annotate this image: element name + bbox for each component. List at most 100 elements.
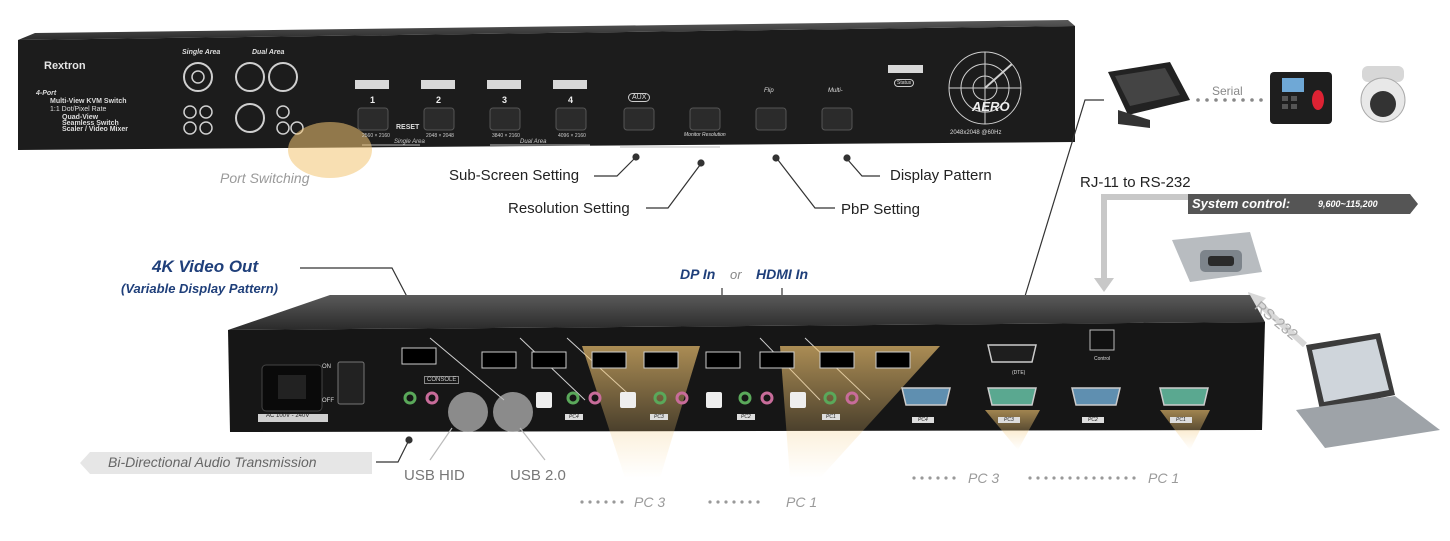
usb-b-pc2 xyxy=(706,392,722,408)
model-line-1: Multi-View KVM Switch xyxy=(50,98,127,105)
pc4-label: PC4 xyxy=(565,414,583,420)
usb-hid-port xyxy=(448,392,488,432)
display-pattern-callout: Display Pattern xyxy=(890,167,992,184)
monitor-resolution-label: Monitor Resolution xyxy=(684,132,726,138)
usb-hid-label: USB HID xyxy=(404,467,465,484)
dp-in-pc2 xyxy=(705,351,741,369)
port-4-button xyxy=(555,107,587,131)
aux-button xyxy=(623,107,655,131)
pc3-highlight xyxy=(582,346,700,478)
pos-terminal-icon xyxy=(1108,62,1190,128)
model-line-3: Quad-View xyxy=(62,114,99,121)
monitor-resolution-button xyxy=(689,107,721,131)
dte-label: (DTE) xyxy=(1012,370,1026,376)
rj11-arrow xyxy=(1101,194,1188,282)
aero-radar-icon xyxy=(948,51,1022,125)
pbp-setting-callout: PbP Setting xyxy=(841,201,920,218)
console-label: CONSOLE xyxy=(424,376,460,384)
port-switching-callout: Port Switching xyxy=(220,170,310,186)
aero-spec-label: 2048x2048 @60Hz xyxy=(950,130,1002,136)
serial-pc1-label: PC1 xyxy=(1170,417,1192,423)
pc3-label-a: PC 3 xyxy=(634,494,666,510)
power-switch xyxy=(337,361,365,405)
usb-b-pc3 xyxy=(620,392,636,408)
serial-pc2 xyxy=(1071,387,1121,406)
ptz-camera-icon xyxy=(1360,66,1406,123)
multi-button xyxy=(821,107,853,131)
dte-serial-port xyxy=(987,344,1037,363)
pc1-highlight xyxy=(780,346,940,478)
res-label-2: 2048 × 2048 xyxy=(426,133,454,139)
resolution-setting-callout: Resolution Setting xyxy=(508,200,630,217)
reset-label: RESET xyxy=(396,124,420,131)
model-line-4: Seamless Switch xyxy=(62,120,119,127)
status-label: Status xyxy=(894,79,915,87)
dual-area-bottom-label: Dual Area xyxy=(520,139,547,145)
dp-out-port xyxy=(401,347,437,365)
model-line-5: Scaler / Video Mixer xyxy=(62,126,129,133)
serial-pc1 xyxy=(1159,387,1209,406)
port-3-label: 3 xyxy=(502,95,508,105)
dp-in-label: DP In xyxy=(680,266,716,282)
rs232-arrow xyxy=(1252,297,1308,348)
serial-pc3 xyxy=(987,387,1037,406)
rj11-label: RJ-11 to RS-232 xyxy=(1080,174,1191,191)
db9-adapter-icon xyxy=(1172,232,1262,282)
variable-display-subtitle: (Variable Display Pattern) xyxy=(121,281,279,296)
dp-in-pc3 xyxy=(591,351,627,369)
front-panel-device xyxy=(18,20,1075,178)
power-rating-label: AC 100V - 240V xyxy=(266,413,310,419)
serial-pc4-label: PC4 xyxy=(912,417,934,423)
off-label: OFF xyxy=(322,398,334,404)
serial-label: Serial xyxy=(1212,84,1243,98)
model-line-2: 1:1 Dot/Pixel Rate xyxy=(50,106,107,113)
on-label: ON xyxy=(322,364,331,370)
hand-highlight xyxy=(288,122,372,178)
aux-label: AUX xyxy=(628,93,651,102)
rear-panel-device xyxy=(228,295,1265,478)
multi-label: Multi- xyxy=(828,88,843,94)
port-1-button xyxy=(357,107,389,131)
model-line-0: 4-Port xyxy=(36,90,57,97)
control-label: Control xyxy=(1094,356,1111,362)
system-control-range: 9,600~115,200 xyxy=(1318,199,1378,209)
usb-b-pc1 xyxy=(790,392,806,408)
pc-dots xyxy=(580,476,1136,504)
res-label-3: 3840 × 2160 xyxy=(492,133,520,139)
single-area-icon xyxy=(183,62,213,92)
pc1-label: PC1 xyxy=(822,414,840,420)
usb-20-label: USB 2.0 xyxy=(510,467,566,484)
serial-dots xyxy=(1196,98,1263,102)
hdmi-in-label: HDMI In xyxy=(756,266,809,282)
hdmi-in-pc4 xyxy=(531,351,567,369)
aero-label: AERO xyxy=(972,99,1010,114)
pc3-label: PC3 xyxy=(650,414,668,420)
system-control-banner xyxy=(1188,194,1418,214)
brand-logo: Rextron xyxy=(44,60,86,72)
single-area-label: Single Area xyxy=(182,49,221,56)
laptop-icon xyxy=(1296,333,1440,448)
flip-label: Flip xyxy=(764,88,774,94)
hdmi-in-pc3 xyxy=(643,351,679,369)
system-control-label: System control: xyxy=(1192,196,1291,211)
dp-in-pc1 xyxy=(819,351,855,369)
port-3-button xyxy=(489,107,521,131)
serial-pc4 xyxy=(901,387,951,406)
serial-pc3-label: PC3 xyxy=(998,417,1020,423)
video-out-title: 4K Video Out xyxy=(152,257,259,276)
fingerprint-reader-icon xyxy=(1270,72,1332,124)
bidirectional-audio-label: Bi-Directional Audio Transmission xyxy=(108,454,317,470)
dual-area-label: Dual Area xyxy=(252,49,285,56)
pc1-label-a: PC 1 xyxy=(786,494,818,510)
port-1-label: 1 xyxy=(370,95,376,105)
res-label-1: 2560 × 2160 xyxy=(362,133,390,139)
dp-in-pc4 xyxy=(481,351,517,369)
pc3-label-b: PC 3 xyxy=(968,470,1000,486)
single-area-bottom-label: Single Area xyxy=(394,139,425,145)
res-label-4: 4096 × 2160 xyxy=(558,133,586,139)
status-led xyxy=(888,65,923,73)
port-2-label: 2 xyxy=(436,95,442,105)
hdmi-in-pc2 xyxy=(759,351,795,369)
port-2-button xyxy=(423,107,455,131)
or-label: or xyxy=(730,267,742,282)
